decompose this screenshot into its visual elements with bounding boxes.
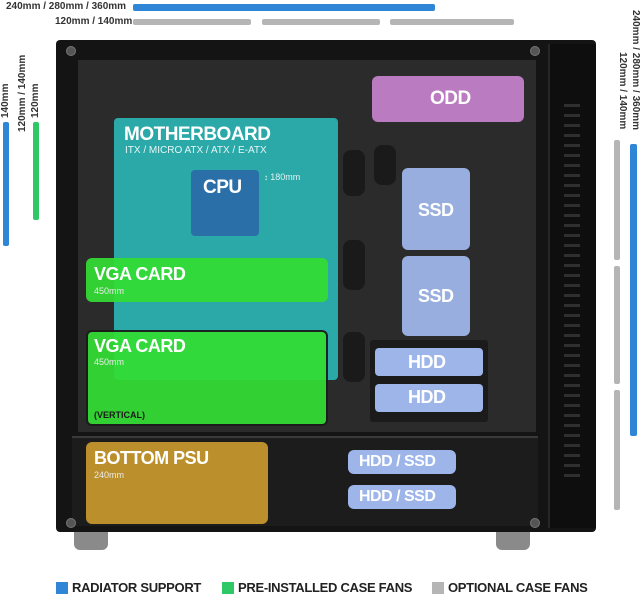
left-120-label: 120mm	[30, 83, 41, 118]
vga-2-label: VGA CARD	[94, 336, 186, 356]
vga-card-vertical	[86, 330, 328, 426]
screw	[66, 46, 76, 56]
tray-cutout	[343, 240, 365, 290]
top-radiator-dim-label: 240mm / 280mm / 360mm	[6, 1, 127, 12]
legend-radiator-swatch	[56, 582, 68, 594]
legend-optional-label: OPTIONAL CASE FANS	[448, 580, 588, 595]
legend-radiator-label: RADIATOR SUPPORT	[72, 580, 202, 595]
cpu-cooler-height: ↕ 180mm	[264, 172, 301, 182]
front-panel	[548, 44, 596, 528]
top-radiator-bar	[133, 4, 435, 11]
ssd-1-label: SSD	[418, 200, 454, 220]
screw	[530, 46, 540, 56]
case-foot-right	[496, 532, 530, 550]
tray-cutout	[343, 150, 365, 196]
left-fan-bar	[33, 122, 39, 220]
vga-card-horizontal	[86, 258, 328, 302]
hdd-ssd-2-label: HDD / SSD	[359, 488, 436, 505]
ssd-bay-2	[402, 256, 470, 336]
tray-cutout	[374, 145, 396, 185]
screw	[530, 518, 540, 528]
motherboard-label: MOTHERBOARD	[124, 124, 271, 145]
hdd-ssd-bay-1	[348, 450, 456, 474]
cpu-area	[191, 170, 259, 236]
top-fans-dim-label: 120mm / 140mm	[55, 16, 133, 27]
vga-2-note: (VERTICAL)	[94, 410, 145, 420]
top-fan-bar-2	[262, 19, 380, 25]
right-radiator-dim-label: 240mm / 280mm / 360mm	[630, 10, 640, 131]
legend-preinstalled-swatch	[222, 582, 234, 594]
top-fan-bar-3	[390, 19, 514, 25]
hdd-2-label: HDD	[408, 387, 446, 407]
left-radiator-dim-label: 120mm / 140mm	[17, 54, 28, 132]
right-fan-bar-2	[614, 266, 620, 384]
hdd-ssd-bay-2	[348, 485, 456, 509]
left-140-label: 140mm	[0, 83, 11, 118]
hdd-1-label: HDD	[408, 352, 446, 372]
vga-1-length: 450mm	[94, 286, 125, 296]
right-fan-bar-1	[614, 140, 620, 260]
legend-preinstalled-label: PRE-INSTALLED CASE FANS	[238, 580, 413, 595]
vga-1-label: VGA CARD	[94, 264, 186, 284]
case-foot-left	[74, 532, 108, 550]
odd-bay	[372, 76, 524, 122]
psu-label: BOTTOM PSU	[94, 448, 209, 468]
cpu-label: CPU	[203, 177, 242, 198]
odd-label: ODD	[430, 88, 471, 109]
hdd-bay-1	[375, 348, 483, 376]
top-fan-bar-1	[133, 19, 251, 25]
ssd-bay-1	[402, 168, 470, 250]
hdd-ssd-1-label: HDD / SSD	[359, 453, 436, 470]
hdd-bay-2	[375, 384, 483, 412]
psu-bay	[86, 442, 268, 524]
screw	[66, 518, 76, 528]
right-fans-dim-label: 120mm / 140mm	[617, 52, 628, 130]
left-radiator-bar	[3, 122, 9, 246]
right-fan-bar-3	[614, 390, 620, 510]
motherboard-sizes: ITX / MICRO ATX / ATX / E-ATX	[125, 145, 267, 156]
tray-cutout	[343, 332, 365, 382]
right-radiator-bar	[630, 144, 637, 436]
legend-optional-swatch	[432, 582, 444, 594]
vga-2-length: 450mm	[94, 357, 125, 367]
ssd-2-label: SSD	[418, 286, 454, 306]
psu-length: 240mm	[94, 470, 125, 480]
